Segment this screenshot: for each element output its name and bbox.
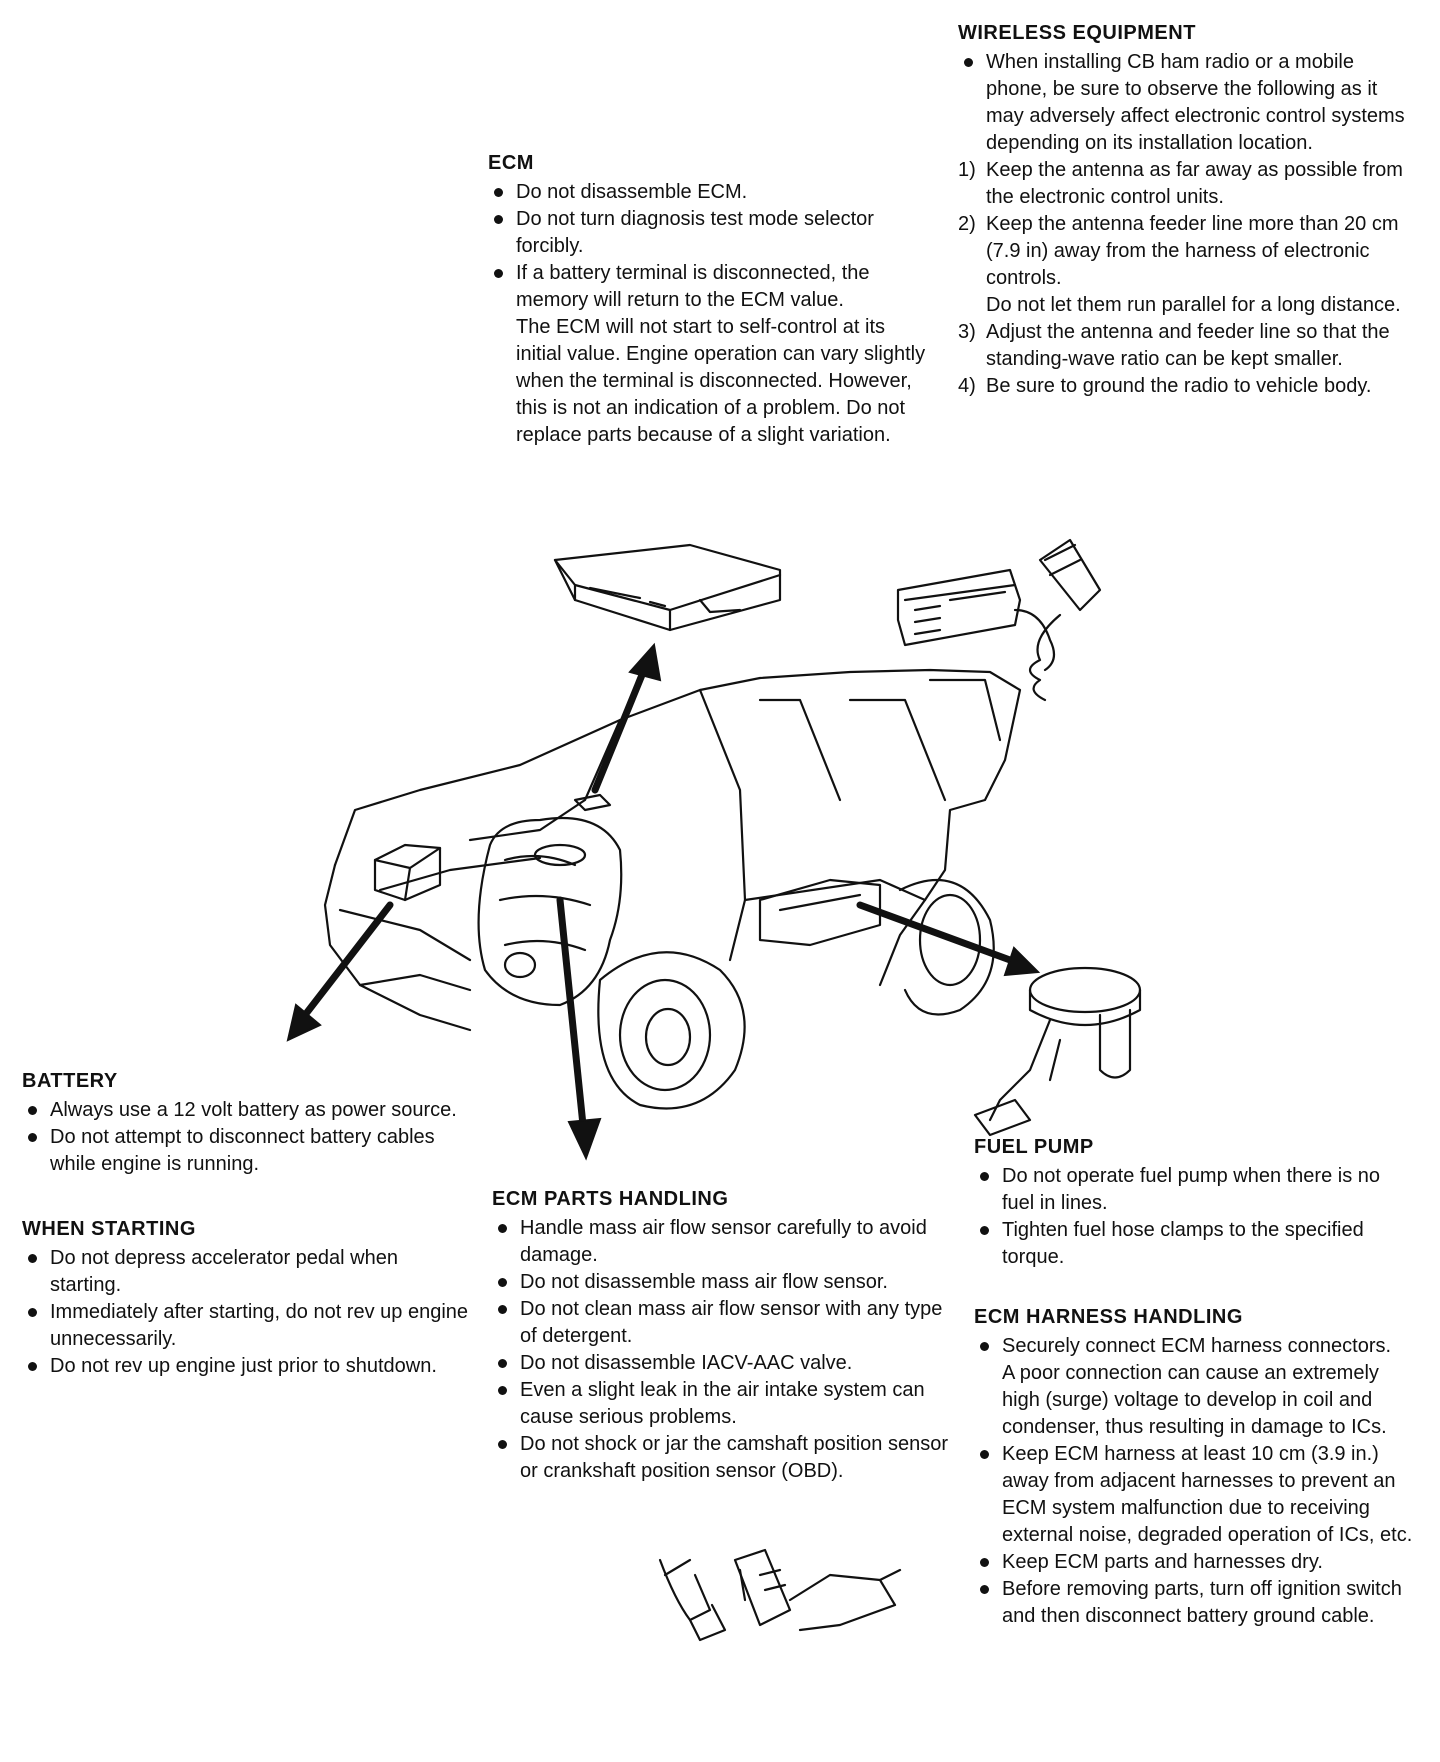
battery-item-2: Do not attempt to disconnect battery cab… [22, 1124, 462, 1178]
ecm-heading: ECM [488, 150, 928, 177]
battery-item-1: Always use a 12 volt battery as power so… [22, 1097, 462, 1124]
bullet-icon [980, 1450, 989, 1459]
ecm-parts-item-4: Do not disassemble IACV-AAC valve. [492, 1350, 952, 1377]
bullet-icon [28, 1106, 37, 1115]
ecm-parts-heading: ECM PARTS HANDLING [492, 1186, 952, 1213]
ecm-section: ECM Do not disassemble ECM. Do not turn … [488, 150, 928, 449]
ecm-parts-item-3: Do not clean mass air flow sensor with a… [492, 1296, 952, 1350]
wireless-intro: When installing CB ham radio or a mobile… [958, 49, 1418, 157]
bullet-icon [980, 1342, 989, 1351]
harness-item-4: Before removing parts, turn off ignition… [974, 1576, 1414, 1630]
when-starting-section: WHEN STARTING Do not depress accelerator… [22, 1216, 472, 1380]
bullet-icon [28, 1308, 37, 1317]
arrow-to-battery [288, 905, 390, 1040]
fuel-pump-heading: FUEL PUMP [974, 1134, 1414, 1161]
wireless-item-4: 4) Be sure to ground the radio to vehicl… [958, 373, 1418, 400]
harness-item-2: Keep ECM harness at least 10 cm (3.9 in.… [974, 1441, 1414, 1549]
ecm-parts-handling-section: ECM PARTS HANDLING Handle mass air flow … [492, 1186, 952, 1485]
wireless-equipment-heading: WIRELESS EQUIPMENT [958, 20, 1418, 47]
wireless-item-2: 2) Keep the antenna feeder line more tha… [958, 211, 1418, 319]
harness-item-1: Securely connect ECM harness connectors.… [974, 1333, 1414, 1441]
bullet-icon [980, 1558, 989, 1567]
arrow-to-ecm-parts [560, 900, 600, 1158]
bullet-icon [494, 188, 503, 197]
bullet-icon [980, 1585, 989, 1594]
bullet-icon [498, 1305, 507, 1314]
bullet-icon [494, 269, 503, 278]
bullet-icon [498, 1440, 507, 1449]
ecm-parts-item-6: Do not shock or jar the camshaft positio… [492, 1431, 952, 1485]
ecm-harness-heading: ECM HARNESS HANDLING [974, 1304, 1414, 1331]
bullet-icon [498, 1386, 507, 1395]
bullet-icon [494, 215, 503, 224]
ecm-parts-item-1: Handle mass air flow sensor carefully to… [492, 1215, 952, 1269]
wireless-item-1: 1) Keep the antenna as far away as possi… [958, 157, 1418, 211]
starting-item-1: Do not depress accelerator pedal when st… [22, 1245, 472, 1299]
bullet-icon [28, 1362, 37, 1371]
fuel-pump-section: FUEL PUMP Do not operate fuel pump when … [974, 1134, 1414, 1271]
bullet-icon [980, 1226, 989, 1235]
bullet-icon [498, 1224, 507, 1233]
ecm-unit-drawing [555, 545, 780, 630]
fuel-pump-drawing [975, 968, 1140, 1135]
ecm-parts-item-2: Do not disassemble mass air flow sensor. [492, 1269, 952, 1296]
battery-heading: BATTERY [22, 1068, 462, 1095]
bullet-icon [498, 1359, 507, 1368]
ecm-item-2: Do not turn diagnosis test mode selector… [488, 206, 928, 260]
starting-item-2: Immediately after starting, do not rev u… [22, 1299, 472, 1353]
bullet-icon [498, 1278, 507, 1287]
bullet-icon [980, 1172, 989, 1181]
fuel-pump-item-1: Do not operate fuel pump when there is n… [974, 1163, 1414, 1217]
battery-section: BATTERY Always use a 12 volt battery as … [22, 1068, 462, 1178]
ecm-item-3: If a battery terminal is disconnected, t… [488, 260, 928, 449]
fuel-pump-item-2: Tighten fuel hose clamps to the specifie… [974, 1217, 1414, 1271]
ecm-parts-item-5: Even a slight leak in the air intake sys… [492, 1377, 952, 1431]
connector-drawing [660, 1550, 900, 1640]
bullet-icon [964, 58, 973, 67]
starting-item-3: Do not rev up engine just prior to shutd… [22, 1353, 472, 1380]
bullet-icon [28, 1254, 37, 1263]
arrow-to-fuel-pump [860, 905, 1038, 975]
wireless-item-3: 3) Adjust the antenna and feeder line so… [958, 319, 1418, 373]
arrow-to-ecm [595, 645, 660, 790]
ecm-item-1: Do not disassemble ECM. [488, 179, 928, 206]
harness-item-3: Keep ECM parts and harnesses dry. [974, 1549, 1414, 1576]
when-starting-heading: WHEN STARTING [22, 1216, 472, 1243]
ecm-harness-handling-section: ECM HARNESS HANDLING Securely connect EC… [974, 1304, 1414, 1630]
cb-radio-drawing [898, 540, 1100, 700]
vehicle-drawing [325, 670, 1020, 1108]
bullet-icon [28, 1133, 37, 1142]
wireless-equipment-section: WIRELESS EQUIPMENT When installing CB ha… [958, 20, 1418, 400]
